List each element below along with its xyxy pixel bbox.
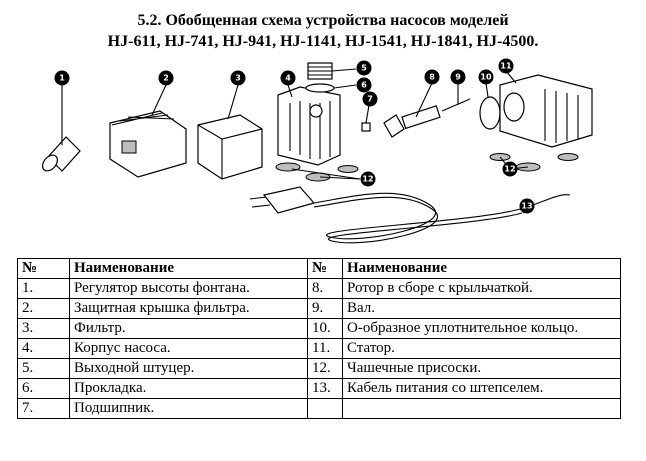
svg-text:10: 10 bbox=[480, 73, 492, 82]
table-row: 5. Выходной штуцер. 12. Чашечные присоск… bbox=[17, 358, 621, 379]
svg-text:4: 4 bbox=[285, 74, 291, 83]
part-8-rotor bbox=[383, 105, 441, 138]
header-name-left: Наименование bbox=[69, 258, 308, 279]
cell-num: 8. bbox=[307, 278, 343, 299]
callout-3: 3 bbox=[230, 70, 246, 86]
header-num-right: № bbox=[307, 258, 343, 279]
page-subtitle: HJ-611, HJ-741, HJ-941, HJ-1141, HJ-1541… bbox=[107, 33, 539, 50]
cell-num: 12. bbox=[307, 358, 343, 379]
table-row: 2. Защитная крышка фильтра. 9. Вал. bbox=[17, 298, 621, 319]
part-1-regulator bbox=[42, 136, 81, 172]
cell-name: Корпус насоса. bbox=[69, 338, 308, 359]
cell-num: 6. bbox=[17, 378, 70, 399]
svg-text:12: 12 bbox=[362, 175, 373, 184]
svg-text:7: 7 bbox=[367, 95, 373, 104]
cell-num: 10. bbox=[307, 318, 343, 339]
svg-text:2: 2 bbox=[163, 74, 169, 83]
cell-name: Регулятор высоты фонтана. bbox=[69, 278, 308, 299]
svg-text:5: 5 bbox=[361, 64, 367, 73]
svg-text:12: 12 bbox=[504, 165, 515, 174]
part-9-shaft bbox=[441, 98, 471, 112]
cell-num: 2. bbox=[17, 298, 70, 319]
part-2-filter-cover bbox=[109, 110, 187, 178]
svg-text:1: 1 bbox=[59, 74, 65, 83]
part-5-outlet-fitting bbox=[307, 62, 333, 80]
table-row: 3. Фильтр. 10. О-образное уплотнительное… bbox=[17, 318, 621, 339]
cell-name: Защитная крышка фильтра. bbox=[69, 298, 308, 319]
svg-text:13: 13 bbox=[521, 202, 532, 211]
table-row: 6. Прокладка. 13. Кабель питания со штеп… bbox=[17, 378, 621, 399]
table-row: 7. Подшипник. bbox=[17, 398, 621, 419]
callout-1: 1 bbox=[54, 70, 70, 86]
part-10-o-ring bbox=[479, 96, 501, 130]
cell-num: 3. bbox=[17, 318, 70, 339]
cell-name bbox=[342, 398, 621, 419]
cell-name: О-образное уплотнительное кольцо. bbox=[342, 318, 621, 339]
cell-name: Прокладка. bbox=[69, 378, 308, 399]
part-13-power-cable bbox=[249, 186, 571, 244]
callout-5: 5 bbox=[356, 60, 372, 76]
callout-9: 9 bbox=[450, 69, 466, 85]
cell-num: 5. bbox=[17, 358, 70, 379]
parts-table: № Наименование № Наименование 1. Регулят… bbox=[17, 258, 621, 419]
header-name-right: Наименование bbox=[342, 258, 621, 279]
header-num-left: № bbox=[17, 258, 70, 279]
cell-num: 9. bbox=[307, 298, 343, 319]
part-7-bearing bbox=[361, 122, 371, 132]
table-header-row: № Наименование № Наименование bbox=[17, 258, 621, 279]
cell-name: Ротор в сборе с крыльчаткой. bbox=[342, 278, 621, 299]
callout-11: 11 bbox=[498, 58, 514, 74]
callout-4: 4 bbox=[280, 70, 296, 86]
table-row: 1. Регулятор высоты фонтана. 8. Ротор в … bbox=[17, 278, 621, 299]
cell-name: Вал. bbox=[342, 298, 621, 319]
callout-2: 2 bbox=[158, 70, 174, 86]
svg-text:9: 9 bbox=[455, 73, 461, 82]
cell-name: Статор. bbox=[342, 338, 621, 359]
part-4-pump-body bbox=[277, 86, 341, 166]
callout-12-left: 12 bbox=[360, 171, 376, 187]
cell-name: Выходной штуцер. bbox=[69, 358, 308, 379]
part-11-stator bbox=[499, 74, 593, 148]
callout-12-right: 12 bbox=[502, 161, 518, 177]
cell-name: Подшипник. bbox=[69, 398, 308, 419]
svg-text:3: 3 bbox=[235, 74, 241, 83]
cell-name: Фильтр. bbox=[69, 318, 308, 339]
svg-text:8: 8 bbox=[429, 73, 435, 82]
part-6-gasket bbox=[305, 83, 335, 93]
callout-10: 10 bbox=[478, 69, 494, 85]
table-row: 4. Корпус насоса. 11. Статор. bbox=[17, 338, 621, 359]
cell-name: Чашечные присоски. bbox=[342, 358, 621, 379]
svg-text:11: 11 bbox=[500, 62, 512, 71]
cell-num: 13. bbox=[307, 378, 343, 399]
cell-num: 7. bbox=[17, 398, 70, 419]
cell-num bbox=[307, 398, 343, 419]
exploded-pump-diagram: 1 2 3 4 5 6 7 8 9 10 11 12 12 13 bbox=[42, 58, 593, 244]
cell-name: Кабель питания со штепселем. bbox=[342, 378, 621, 399]
cell-num: 11. bbox=[307, 338, 343, 359]
callout-6: 6 bbox=[356, 77, 372, 93]
cell-num: 4. bbox=[17, 338, 70, 359]
page-title: 5.2. Обобщенная схема устройства насосов… bbox=[137, 12, 509, 29]
svg-text:6: 6 bbox=[361, 81, 367, 90]
callout-7: 7 bbox=[362, 91, 378, 107]
callout-8: 8 bbox=[424, 69, 440, 85]
part-3-filter bbox=[197, 114, 263, 180]
callout-13: 13 bbox=[519, 198, 535, 214]
cell-num: 1. bbox=[17, 278, 70, 299]
